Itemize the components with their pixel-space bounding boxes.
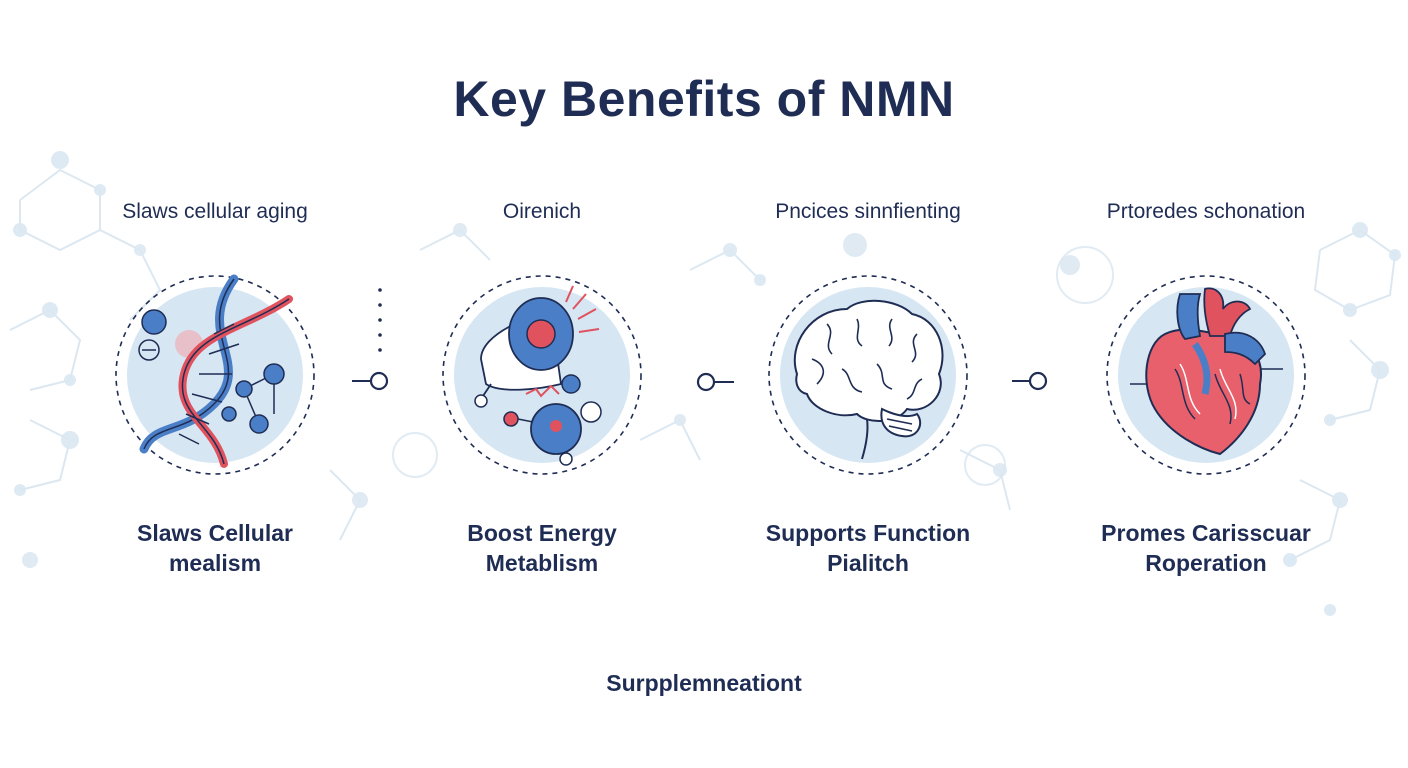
heart-icon bbox=[1106, 275, 1306, 475]
benefit-card-4: Prtoredes schonation Promes Carisscuar R… bbox=[1036, 0, 1376, 620]
connector-2 bbox=[696, 372, 734, 392]
connector-3 bbox=[1012, 371, 1048, 391]
benefit-bottom-label: Slaws Cellular mealism bbox=[137, 520, 293, 576]
footer-label: Surpplemneationt bbox=[606, 670, 802, 696]
benefit-top-label: Prtoredes schonation bbox=[1106, 200, 1306, 223]
benefit-bottom-label: Supports Function Pialitch bbox=[765, 520, 971, 576]
benefit-top-label: Pncices sinnfienting bbox=[775, 200, 961, 223]
benefit-card-2: Oirenich Boost Energy Metablism bbox=[372, 0, 712, 620]
page-title: Key Benefits of NMN bbox=[453, 71, 955, 127]
benefit-card-3: Pncices sinnfienting Supports Function P… bbox=[698, 0, 1038, 620]
benefit-top-label: Oirenich bbox=[502, 200, 582, 223]
connector-1 bbox=[352, 288, 389, 391]
brain-icon bbox=[768, 275, 968, 475]
benefit-bottom-label: Boost Energy Metablism bbox=[467, 520, 617, 576]
benefit-card-1: Slaws cellular aging Slaws Cellular meal… bbox=[45, 0, 385, 620]
benefit-bottom-label: Promes Carisscuar Roperation bbox=[1101, 520, 1311, 576]
dna-icon bbox=[115, 274, 315, 475]
benefit-top-label: Slaws cellular aging bbox=[122, 200, 308, 223]
cell-energy-icon bbox=[442, 275, 642, 475]
